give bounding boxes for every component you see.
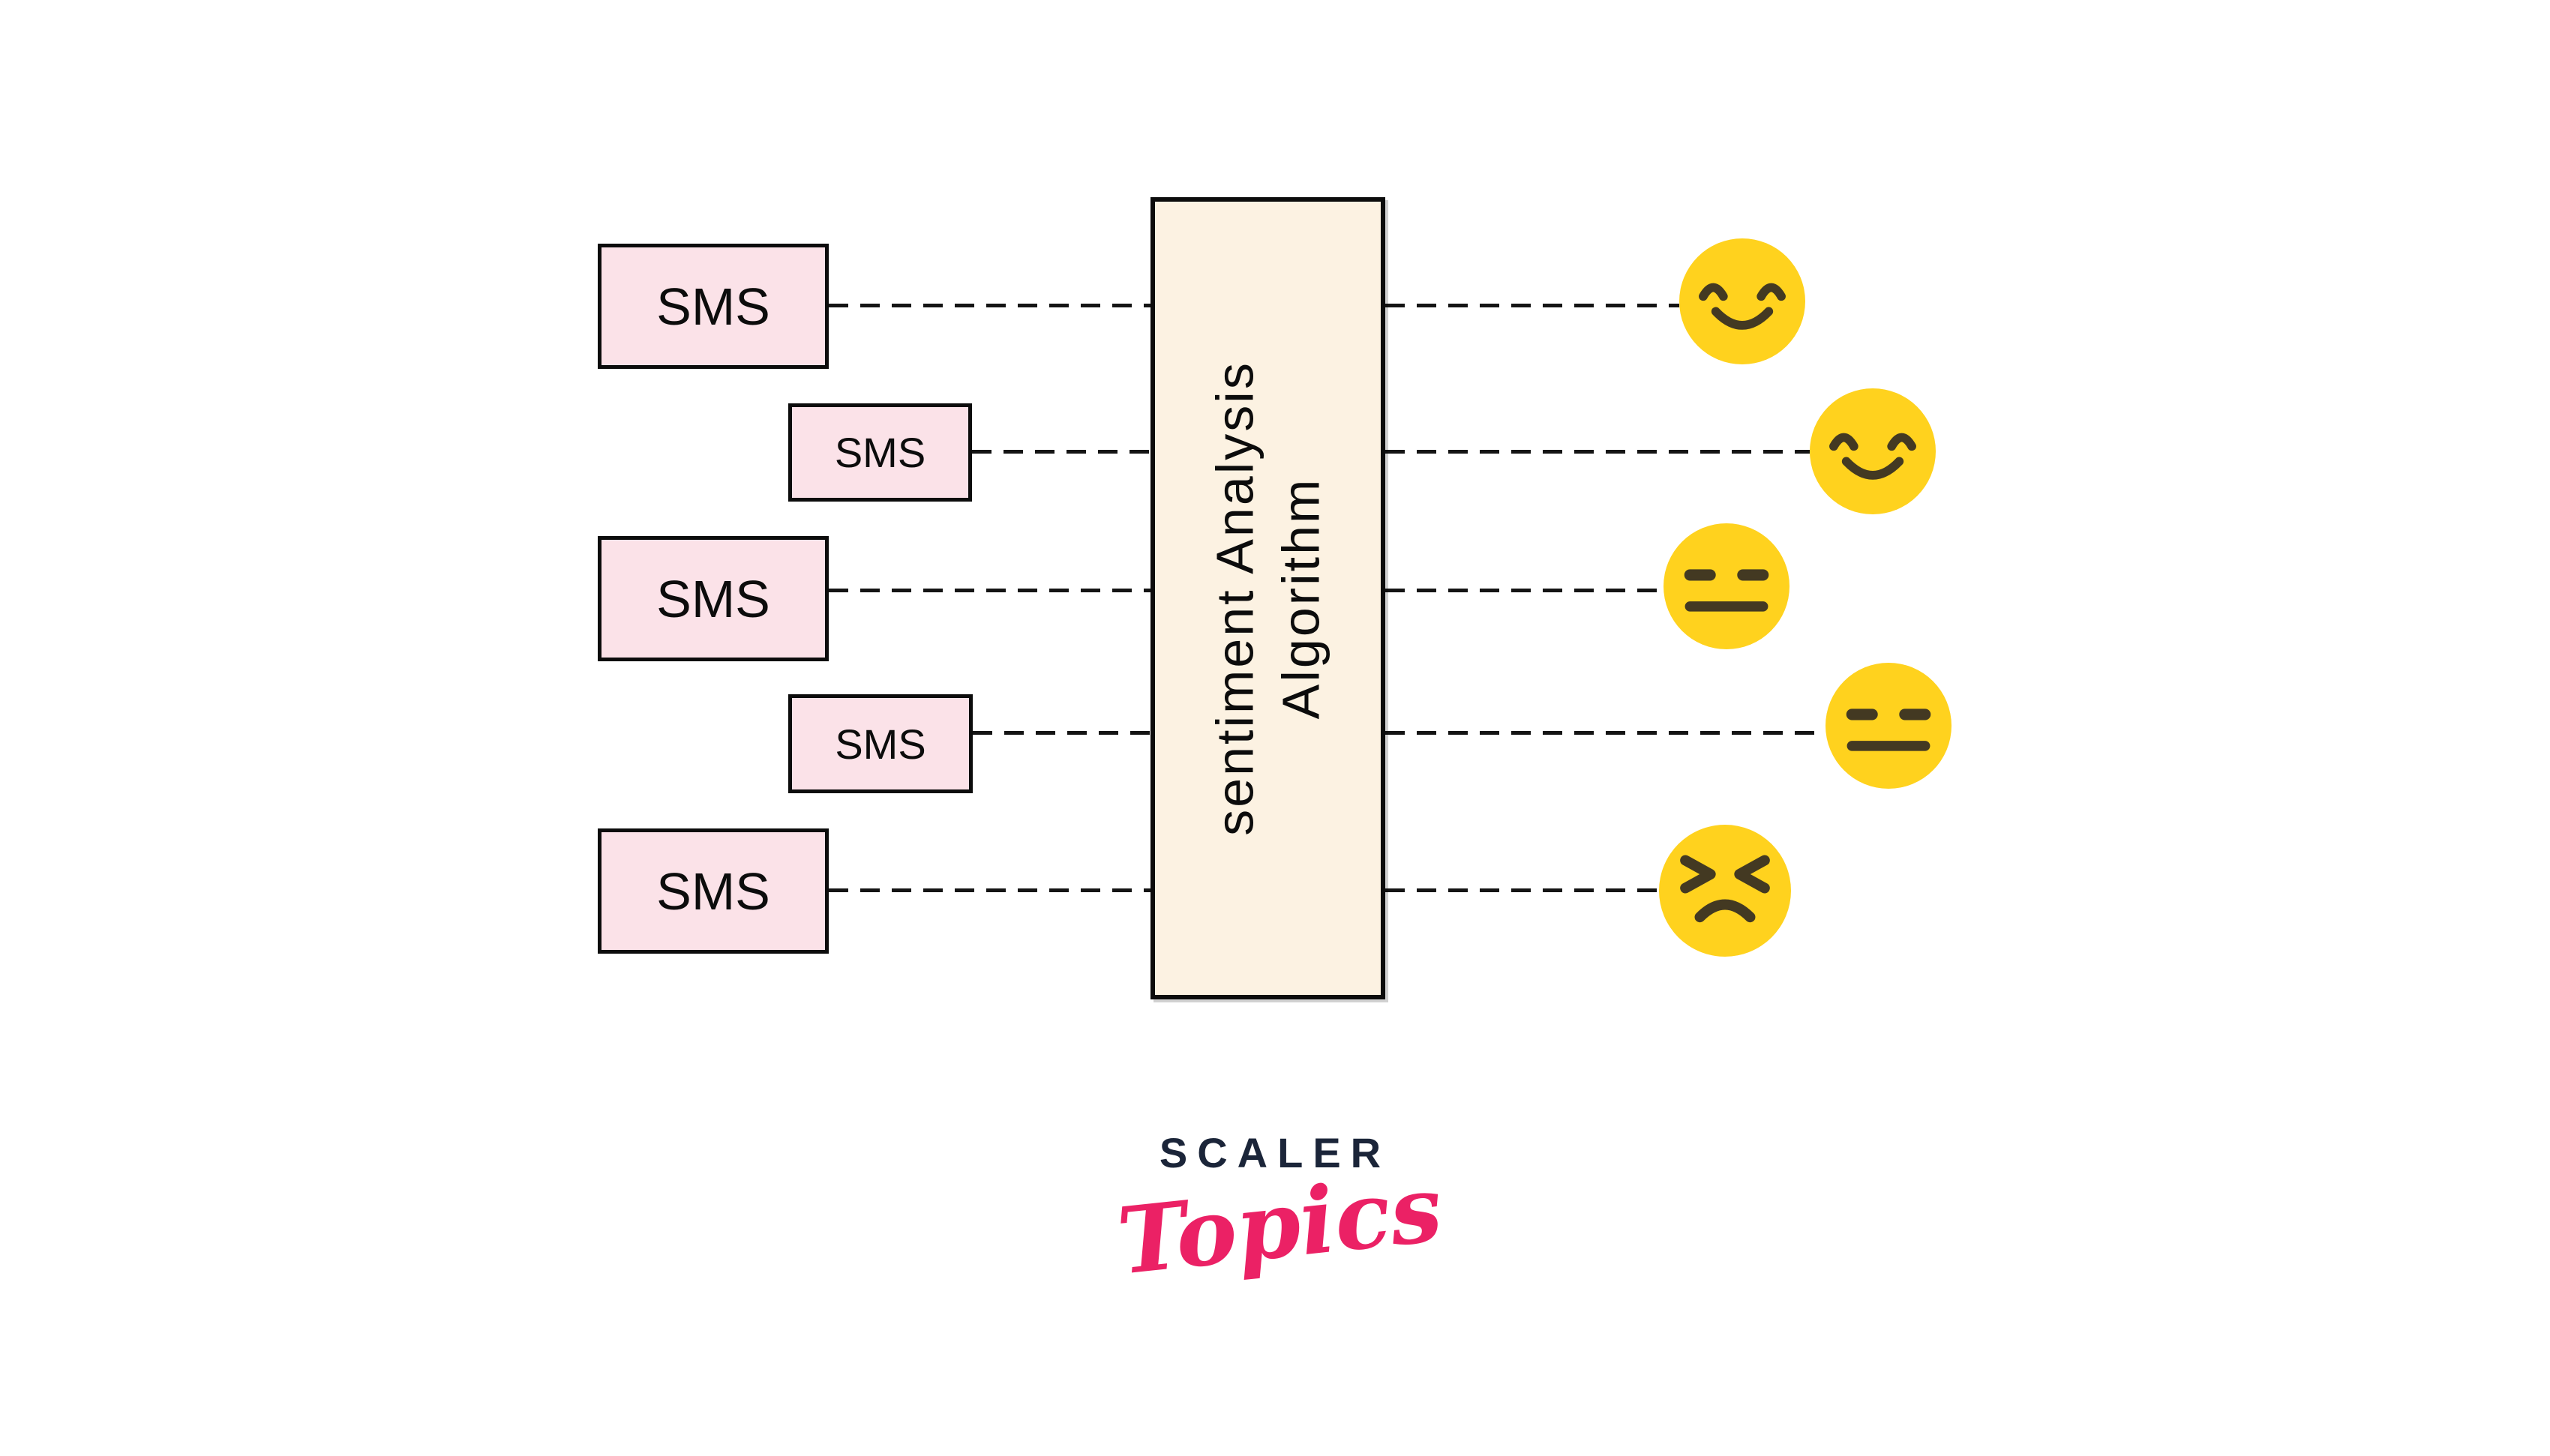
processor-label-line2: Algorithm: [1270, 477, 1330, 720]
connector-line: [973, 731, 1150, 735]
sms-label: SMS: [656, 569, 770, 628]
connector-line: [1385, 731, 1826, 735]
sms-label: SMS: [656, 861, 770, 921]
sms-input-box-5: SMS: [598, 828, 829, 954]
connector-line: [829, 888, 1150, 892]
connector-line: [829, 304, 1150, 307]
connector-line: [1385, 450, 1810, 454]
processor-label-line1: sentiment Analysis: [1205, 361, 1264, 836]
sms-label: SMS: [834, 429, 926, 476]
sms-input-box-3: SMS: [598, 536, 829, 661]
connector-line: [972, 450, 1150, 454]
persevering-face-emoji: [1659, 825, 1791, 957]
scaler-topics-logo: SCALER Topics: [1113, 1128, 1447, 1296]
processor-label: sentiment Analysis Algorithm: [1202, 361, 1334, 836]
smiling-face-emoji: [1810, 388, 1936, 514]
sms-input-box-1: SMS: [598, 244, 829, 369]
smiling-face-emoji: [1679, 238, 1805, 364]
connector-line: [1385, 589, 1664, 592]
expressionless-face-emoji: [1826, 663, 1952, 789]
connector-line: [829, 589, 1150, 592]
sms-label: SMS: [835, 720, 926, 768]
connector-line: [1385, 304, 1679, 307]
connector-line: [1385, 888, 1659, 892]
expressionless-face-emoji: [1664, 523, 1790, 649]
sms-input-box-4: SMS: [788, 694, 973, 793]
sms-label: SMS: [656, 277, 770, 336]
logo-brand-text: SCALER: [1159, 1129, 1391, 1176]
sentiment-analysis-algorithm-box: sentiment Analysis Algorithm: [1150, 197, 1385, 999]
sms-input-box-2: SMS: [788, 403, 972, 502]
